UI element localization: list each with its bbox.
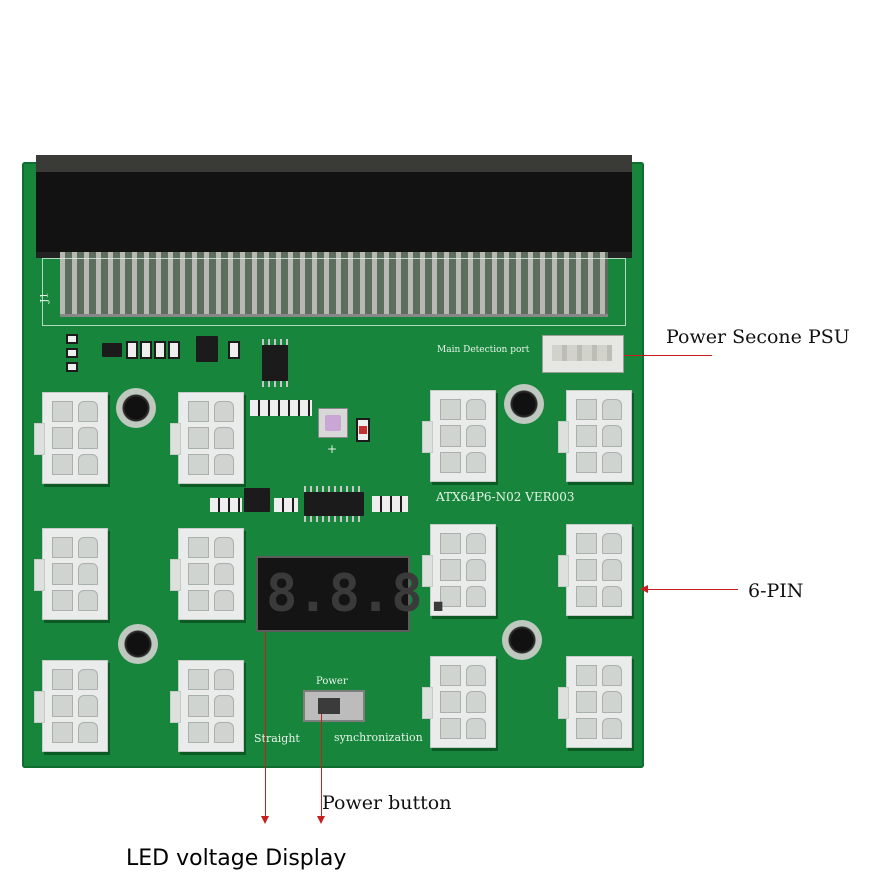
psu-leader-line: [624, 355, 712, 356]
transistor: [102, 343, 122, 357]
six-pin-connector[interactable]: [422, 656, 496, 748]
transistor: [244, 488, 270, 512]
slot-ref-label: J1: [39, 292, 51, 303]
ic-chip-pins: [304, 516, 364, 522]
rgb-led-lens: [325, 415, 341, 431]
mounting-hole: [504, 384, 544, 424]
plus-silkscreen: +: [327, 442, 338, 456]
six-pin-connector[interactable]: [34, 392, 108, 484]
annotation-power-button: Power button: [322, 792, 452, 814]
led-leader-line: [265, 632, 266, 816]
smd-component: [66, 334, 78, 344]
ic-chip: [304, 492, 364, 516]
voltage-regulator: [196, 336, 218, 362]
led-voltage-display: 8. 8. 8.: [256, 556, 454, 632]
six-pin-connector[interactable]: [422, 524, 496, 616]
detection-port-pins: [552, 345, 612, 361]
resistor-array: [210, 498, 242, 512]
six-pin-connector[interactable]: [558, 524, 632, 616]
annotation-six-pin: 6-PIN: [748, 580, 804, 602]
resistor-array: [250, 400, 312, 416]
ic-chip-pins: [262, 339, 288, 345]
switch-label-power: Power: [316, 676, 348, 687]
smd-component: [228, 341, 240, 359]
slot-connector: [36, 172, 632, 258]
resistor-array: [274, 498, 298, 512]
six-pin-connector[interactable]: [170, 528, 244, 620]
smd-component: [66, 348, 78, 358]
switch-label-synchronization: synchronization: [334, 731, 423, 744]
power-button-leader-line: [321, 714, 322, 816]
smd-component: [168, 341, 180, 359]
smd-marker: [359, 426, 367, 434]
six-pin-leader-line: [646, 589, 738, 590]
six-pin-arrow-head: [640, 585, 648, 593]
power-switch-knob[interactable]: [318, 698, 340, 714]
ic-chip-pins: [262, 381, 288, 387]
smd-component: [140, 341, 152, 359]
slot-connector-pins: [60, 252, 608, 317]
smd-component: [126, 341, 138, 359]
led-digit: 8.: [266, 564, 329, 624]
six-pin-connector[interactable]: [558, 390, 632, 482]
power-button-leader-arrow: [317, 816, 325, 824]
annotation-power-second-psu: Power Secone PSU: [666, 326, 850, 348]
slot-connector-top-edge: [36, 155, 632, 177]
ic-chip-pins: [304, 486, 364, 492]
model-label: ATX64P6-N02 VER003: [436, 490, 575, 504]
six-pin-connector[interactable]: [558, 656, 632, 748]
mounting-hole: [118, 624, 158, 664]
led-leader-arrow: [261, 816, 269, 824]
slot-silkscreen-outline: [42, 258, 626, 326]
six-pin-connector[interactable]: [34, 528, 108, 620]
switch-label-straight: Straight: [254, 732, 300, 745]
detection-port-label: Main Detection port: [437, 345, 530, 355]
ic-chip: [262, 345, 288, 381]
six-pin-connector[interactable]: [170, 392, 244, 484]
annotation-led-voltage-display: LED voltage Display: [126, 846, 347, 871]
smd-component: [66, 362, 78, 372]
resistor-array: [372, 496, 408, 512]
led-digit: 8.: [391, 564, 454, 624]
six-pin-connector[interactable]: [422, 390, 496, 482]
mounting-hole: [502, 620, 542, 660]
six-pin-connector[interactable]: [34, 660, 108, 752]
mounting-hole: [116, 388, 156, 428]
led-digit: 8.: [328, 564, 392, 624]
smd-component: [154, 341, 166, 359]
six-pin-connector[interactable]: [170, 660, 244, 752]
